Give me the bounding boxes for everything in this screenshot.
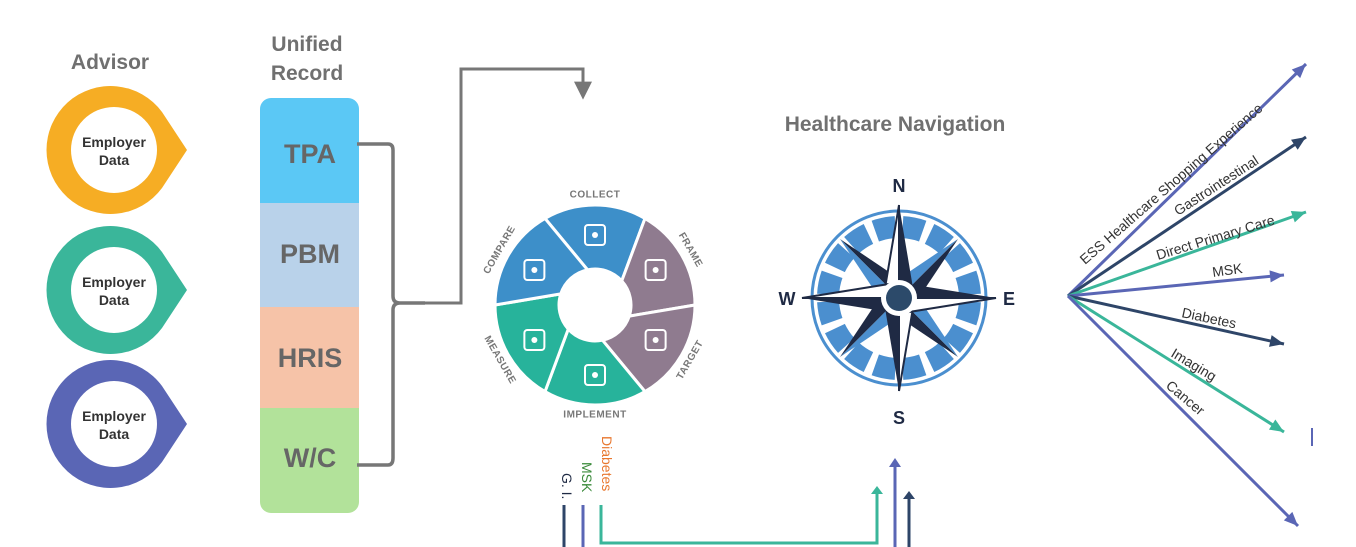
- compass-ring-tick: [955, 270, 981, 295]
- compass-ring-tick: [902, 216, 927, 242]
- compass-ring-tick: [817, 270, 843, 295]
- gear-icon: [584, 364, 606, 386]
- compass-cardinal-star: [801, 204, 997, 392]
- ray-7: Cancer: [1066, 294, 1300, 528]
- record-label-wc: W/C: [284, 443, 336, 473]
- ray-arrowhead: [1283, 511, 1298, 526]
- unified-record-stack: TPA PBM HRIS W/C: [260, 98, 359, 513]
- cycle-label-implement: IMPLEMENT: [563, 410, 626, 421]
- compass-ring-tick: [871, 216, 896, 242]
- pin-label-line2: Data: [99, 152, 130, 168]
- navigation-rays: ESS Healthcare Shopping ExperienceGastro…: [1066, 62, 1308, 528]
- ray-1: ESS Healthcare Shopping Experience: [1066, 62, 1308, 298]
- pin-label-line1: Employer: [82, 274, 146, 290]
- record-bracket: [357, 142, 425, 467]
- diabetes-route-arrow: [871, 486, 883, 494]
- record-label-pbm: PBM: [280, 239, 340, 269]
- unified-record-title-line2: Record: [271, 62, 343, 85]
- pin-label-line2: Data: [99, 292, 130, 308]
- compass-ring-tick: [824, 323, 855, 353]
- ray-arrowhead: [1291, 64, 1306, 79]
- record-segment-pbm: [260, 203, 359, 307]
- pin-inner-circle: [71, 381, 157, 467]
- pin-inner-circle: [71, 247, 157, 333]
- ray-5: Diabetes: [1067, 294, 1285, 347]
- pin-label-line1: Employer: [82, 134, 146, 150]
- cycle-label-collect: COLLECT: [570, 190, 621, 201]
- record-label-hris: HRIS: [278, 343, 343, 373]
- ruler-icon: [523, 329, 546, 351]
- ray-line: [1066, 294, 1300, 528]
- compass-east: E: [1003, 289, 1015, 309]
- ray-arrowhead: [1268, 419, 1284, 432]
- compass-ring-tick: [844, 342, 874, 373]
- bottom-routing: [562, 458, 915, 547]
- record-label-tpa: TPA: [284, 139, 336, 169]
- ray-arrowhead: [1269, 335, 1284, 347]
- ray-arrowhead: [1291, 137, 1306, 150]
- ray-arrowhead: [1269, 270, 1284, 283]
- compass-ring-tick: [902, 354, 927, 380]
- cycle-segment-collect: [542, 203, 647, 284]
- ray-line: [1067, 294, 1285, 346]
- ray-line: [1067, 210, 1307, 298]
- compass-hub: [886, 285, 912, 311]
- ray-4: MSK: [1067, 260, 1285, 298]
- ray-6: Imaging: [1067, 294, 1285, 434]
- compass: N S E W: [779, 176, 1016, 428]
- compass-ring-tick: [924, 342, 954, 373]
- compass-ring-tick: [924, 223, 954, 254]
- compass-ring: [810, 209, 988, 387]
- compass-south: S: [893, 408, 905, 428]
- compass-ring-tick: [824, 243, 855, 273]
- ray-arrowhead: [1290, 211, 1306, 223]
- cycle-segment-measure: [493, 291, 570, 394]
- cycle-segment-frame: [620, 216, 697, 319]
- bottom-label-msk: MSK: [579, 462, 595, 493]
- ray-line: [1066, 62, 1308, 298]
- unified-record-title-line1: Unified: [271, 33, 342, 56]
- cycle-segment-implement: [543, 326, 648, 407]
- pin-inner-circle: [71, 107, 157, 193]
- nav-up-arrow-2: [903, 491, 915, 499]
- compass-ring-tick: [844, 223, 874, 254]
- record-segment-hris: [260, 307, 359, 408]
- ray-label: MSK: [1211, 260, 1244, 280]
- record-segment-wc: [260, 408, 359, 513]
- nav-up-arrow-1: [889, 458, 901, 467]
- ray-stub-mark: [1311, 428, 1313, 446]
- diabetes-route-line: [599, 488, 879, 545]
- frame-icon: [644, 259, 667, 281]
- compass-ring-tick: [817, 301, 843, 326]
- pin-label-line1: Employer: [82, 408, 146, 424]
- swap-icon: [523, 259, 546, 281]
- advisor-title: Advisor: [71, 51, 149, 74]
- record-segment-tpa: [260, 98, 359, 203]
- collect-icon: [584, 224, 606, 246]
- pin-label-line2: Data: [99, 426, 130, 442]
- cycle-segment-compare: [493, 216, 591, 307]
- compass-ring-tick: [871, 354, 896, 380]
- cycle-segment-target: [599, 303, 697, 394]
- ray-line: [1067, 135, 1307, 298]
- bottom-label-gi: G. I.: [559, 473, 575, 499]
- compass-north: N: [893, 176, 906, 196]
- compass-ring-tick: [943, 243, 974, 273]
- compass-west: W: [779, 289, 796, 309]
- ray-label: Direct Primary Care: [1154, 212, 1276, 263]
- ray-line: [1067, 273, 1285, 298]
- compass-ring-tick: [955, 301, 981, 326]
- process-cycle: COLLECTFRAMETARGETIMPLEMENTMEASURECOMPAR…: [481, 190, 706, 421]
- bottom-label-diabetes: Diabetes: [599, 436, 615, 491]
- connector-arrow: [425, 67, 592, 305]
- ray-line: [1067, 294, 1285, 434]
- navigation-title: Healthcare Navigation: [785, 113, 1006, 136]
- target-icon: [644, 329, 667, 351]
- compass-ring-tick: [943, 323, 974, 353]
